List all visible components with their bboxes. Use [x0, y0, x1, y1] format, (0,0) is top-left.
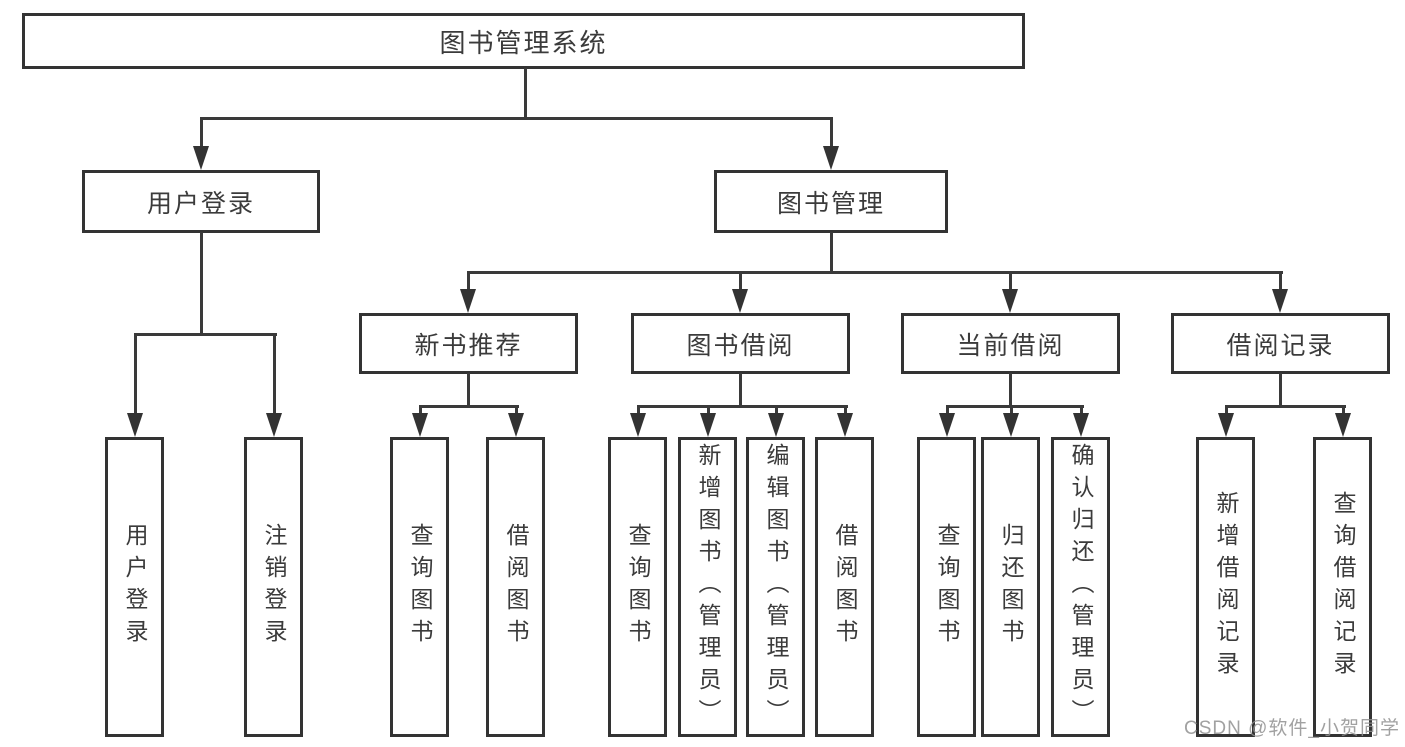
leaf-return-books: 归还图书: [981, 437, 1040, 737]
node-root-system: 图书管理系统: [22, 13, 1025, 69]
arrow-down-icon: [1218, 413, 1234, 437]
leaf-label: 用户登录: [122, 523, 148, 651]
connector-line: [419, 405, 422, 419]
connector-line: [638, 405, 848, 408]
leaf-label: 查询图书: [934, 523, 960, 651]
leaf-query-books-3: 查询图书: [917, 437, 976, 737]
arrow-down-icon: [1073, 413, 1089, 437]
arrow-down-icon: [412, 413, 428, 437]
connector-line: [947, 405, 1084, 408]
arrow-down-icon: [266, 413, 282, 437]
connector-line: [135, 333, 277, 336]
node-label: 借阅记录: [1226, 331, 1335, 360]
node-book-borrowing: 图书借阅: [631, 313, 850, 374]
connector-line: [1342, 405, 1345, 419]
arrow-down-icon: [630, 413, 646, 437]
connector-line: [739, 373, 742, 407]
node-label: 图书借阅: [686, 331, 795, 360]
connector-line: [1279, 271, 1282, 295]
connector-line: [1010, 405, 1013, 419]
connector-line: [775, 405, 778, 419]
node-label: 当前借阅: [956, 331, 1065, 360]
connector-line: [1225, 405, 1228, 419]
node-label: 用户登录: [146, 189, 255, 218]
leaf-query-borrow-record: 查询借阅记录: [1313, 437, 1372, 737]
arrow-down-icon: [823, 146, 839, 170]
connector-line: [467, 271, 470, 295]
leaf-confirm-return-admin: 确认归还（管理员）: [1051, 437, 1110, 737]
leaf-add-books-admin: 新增图书（管理员）: [678, 437, 737, 737]
arrow-down-icon: [732, 289, 748, 313]
node-label: 图书管理: [776, 189, 885, 218]
connector-line: [134, 333, 137, 415]
arrow-down-icon: [193, 146, 209, 170]
arrow-down-icon: [1335, 413, 1351, 437]
node-current-borrowing: 当前借阅: [901, 313, 1120, 374]
leaf-label: 归还图书: [998, 523, 1024, 651]
leaf-add-borrow-record: 新增借阅记录: [1196, 437, 1255, 737]
leaf-label: 新增图书（管理员）: [695, 443, 721, 731]
node-label: 新书推荐: [414, 331, 523, 360]
leaf-label: 借阅图书: [503, 523, 529, 651]
connector-line: [467, 373, 470, 407]
connector-line: [637, 405, 640, 419]
leaf-edit-books-admin: 编辑图书（管理员）: [746, 437, 805, 737]
connector-line: [844, 405, 847, 419]
arrow-down-icon: [837, 413, 853, 437]
arrow-down-icon: [460, 289, 476, 313]
connector-line: [273, 333, 276, 415]
leaf-label: 编辑图书（管理员）: [763, 443, 789, 731]
leaf-label: 查询借阅记录: [1330, 491, 1356, 683]
leaf-query-books-1: 查询图书: [390, 437, 449, 737]
node-user-login: 用户登录: [82, 170, 320, 233]
leaf-label: 查询图书: [625, 523, 651, 651]
arrow-down-icon: [508, 413, 524, 437]
connector-line: [1279, 373, 1282, 407]
arrow-down-icon: [127, 413, 143, 437]
connector-line: [1009, 271, 1012, 295]
connector-line: [830, 232, 833, 274]
arrow-down-icon: [768, 413, 784, 437]
leaf-user-login: 用户登录: [105, 437, 164, 737]
arrow-down-icon: [939, 413, 955, 437]
arrow-down-icon: [1272, 289, 1288, 313]
leaf-borrow-books-2: 借阅图书: [815, 437, 874, 737]
leaf-label: 借阅图书: [832, 523, 858, 651]
connector-line: [524, 68, 527, 120]
leaf-logout: 注销登录: [244, 437, 303, 737]
connector-line: [200, 117, 203, 148]
leaf-label: 注销登录: [261, 523, 287, 651]
leaf-label: 查询图书: [407, 523, 433, 651]
connector-line: [1009, 373, 1012, 407]
watermark-text: CSDN @软件_小贺同学: [1184, 718, 1400, 739]
node-borrowing-records: 借阅记录: [1171, 313, 1390, 374]
connector-line: [515, 405, 518, 419]
arrow-down-icon: [700, 413, 716, 437]
leaf-label: 确认归还（管理员）: [1068, 443, 1094, 731]
leaf-query-books-2: 查询图书: [608, 437, 667, 737]
node-book-management: 图书管理: [714, 170, 948, 233]
connector-line: [200, 117, 833, 120]
arrow-down-icon: [1002, 289, 1018, 313]
connector-line: [739, 271, 742, 295]
connector-line: [946, 405, 949, 419]
leaf-label: 新增借阅记录: [1213, 491, 1239, 683]
connector-line: [1080, 405, 1083, 419]
node-label: 图书管理系统: [439, 27, 608, 58]
connector-line: [1226, 405, 1346, 408]
node-new-book-recommend: 新书推荐: [359, 313, 578, 374]
connector-line: [707, 405, 710, 419]
connector-line: [468, 271, 1283, 274]
connector-line: [830, 117, 833, 148]
arrow-down-icon: [1003, 413, 1019, 437]
connector-line: [200, 232, 203, 336]
leaf-borrow-books-1: 借阅图书: [486, 437, 545, 737]
